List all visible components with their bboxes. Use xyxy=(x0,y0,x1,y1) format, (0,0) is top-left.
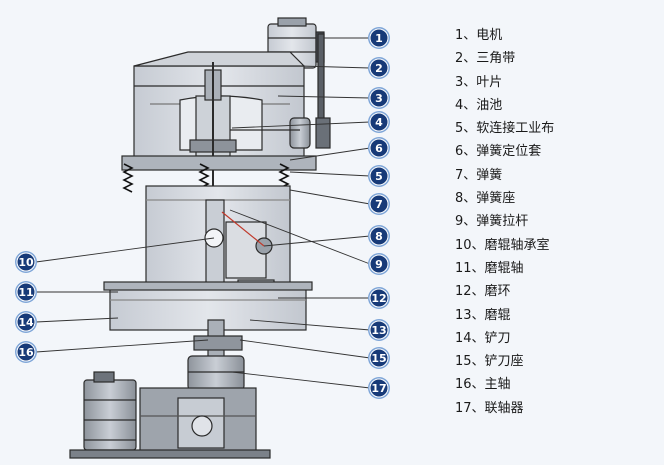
base-plate xyxy=(69,449,271,459)
callout-11: 11 xyxy=(15,281,37,303)
callout-15: 15 xyxy=(368,347,390,369)
central-shaft-upper xyxy=(189,62,237,200)
legend-item: 11、磨辊轴 xyxy=(455,260,524,276)
callout-9: 9 xyxy=(368,253,390,275)
legend-item: 6、弹簧定位套 xyxy=(455,144,542,160)
callout-10: 10 xyxy=(15,251,37,273)
callout-number: 5 xyxy=(375,170,383,183)
v-belt xyxy=(315,33,331,149)
callout-number: 17 xyxy=(371,382,386,395)
legend-item: 5、软连接工业布 xyxy=(455,121,555,137)
callout-number: 11 xyxy=(18,286,33,299)
legend-item: 9、弹簧拉杆 xyxy=(455,214,529,230)
callout-number: 7 xyxy=(375,198,383,211)
callout-4: 4 xyxy=(368,111,390,133)
legend-item: 14、铲刀 xyxy=(455,330,511,346)
legend-item: 8、弹簧座 xyxy=(455,191,516,207)
callout-3: 3 xyxy=(368,87,390,109)
callout-16: 16 xyxy=(15,341,37,363)
legend-item: 17、联轴器 xyxy=(455,400,524,416)
callout-2: 2 xyxy=(368,57,390,79)
legend-item: 16、主轴 xyxy=(455,377,511,393)
legend-item: 3、叶片 xyxy=(455,74,503,90)
legend-item: 12、磨环 xyxy=(455,284,511,300)
callout-number: 15 xyxy=(371,352,386,365)
callout-6: 6 xyxy=(368,137,390,159)
callout-12: 12 xyxy=(368,287,390,309)
gearbox-base xyxy=(139,387,257,457)
callout-number: 14 xyxy=(18,316,34,329)
callout-number: 9 xyxy=(375,258,383,271)
callout-5: 5 xyxy=(368,165,390,187)
callout-number: 3 xyxy=(375,92,383,105)
callout-17: 17 xyxy=(368,377,390,399)
flange-ring xyxy=(121,155,317,171)
parts-legend: 1、电机 2、三角带 3、叶片 4、油池 5、软连接工业布 6、弹簧定位套 7、… xyxy=(455,24,554,420)
callout-1: 1 xyxy=(368,27,390,49)
leader-lines xyxy=(35,37,371,389)
callout-number: 2 xyxy=(375,62,383,75)
callout-number: 4 xyxy=(375,116,383,129)
callout-number: 6 xyxy=(375,142,383,155)
callout-8: 8 xyxy=(368,225,390,247)
coupling xyxy=(187,355,245,391)
callout-number: 1 xyxy=(375,32,383,45)
callout-number: 8 xyxy=(375,230,383,243)
legend-item: 15、铲刀座 xyxy=(455,354,524,370)
callout-number: 10 xyxy=(18,256,34,269)
callout-number: 13 xyxy=(371,324,386,337)
legend-item: 4、油池 xyxy=(455,97,503,113)
callout-number: 12 xyxy=(371,292,386,305)
callout-13: 13 xyxy=(368,319,390,341)
bottom-motor xyxy=(83,371,137,451)
callout-7: 7 xyxy=(368,193,390,215)
legend-item: 2、三角带 xyxy=(455,51,516,67)
legend-item: 10、磨辊轴承室 xyxy=(455,237,550,253)
legend-item: 13、磨辊 xyxy=(455,307,511,323)
callout-14: 14 xyxy=(15,311,37,333)
machine-drawing xyxy=(69,17,331,459)
callout-number: 16 xyxy=(18,346,34,359)
legend-item: 7、弹簧 xyxy=(455,167,503,183)
legend-item: 1、电机 xyxy=(455,28,503,43)
